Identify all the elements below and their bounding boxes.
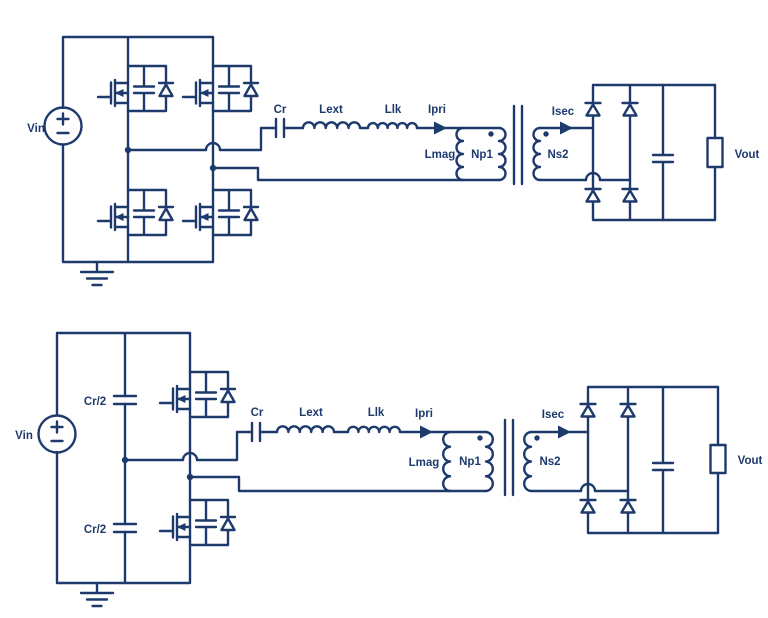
full-bridge-llc-circuit: Vin Cr Lext Llk Ipri — [27, 35, 760, 287]
mosfet-q5 — [158, 370, 237, 419]
output-capacitor — [651, 83, 675, 222]
input-source: Vin — [27, 35, 215, 287]
input-source: Vin Cr/2 Cr/2 — [15, 331, 192, 608]
isec-label: Isec — [542, 409, 565, 421]
core-lines — [512, 104, 524, 186]
rectifier-frame — [586, 385, 720, 535]
vin-label: Vin — [15, 430, 33, 442]
mosfet-q6 — [158, 498, 237, 547]
ns2-label: Ns2 — [539, 456, 560, 468]
input-frame-wires — [61, 35, 215, 264]
diode-d8 — [619, 498, 637, 514]
mosfet-q3 — [96, 188, 175, 237]
transformer: Lmag Np1 Ns2 — [425, 104, 569, 186]
isec-arrow — [560, 121, 573, 135]
np1-winding — [484, 430, 494, 493]
input-frame-wires — [55, 331, 192, 585]
wire-crossover-hop — [181, 451, 199, 462]
diode-d1 — [584, 101, 602, 117]
vin-source — [43, 106, 83, 146]
np1-winding — [497, 126, 507, 182]
output-rectifier: Vout — [584, 83, 760, 222]
cr-half-capacitors — [112, 394, 138, 534]
secondary-wires: Isec — [538, 106, 632, 182]
full-bridge-switches — [96, 64, 501, 237]
output-rectifier: Vout — [579, 385, 763, 535]
vout-label: Vout — [735, 149, 760, 161]
bridge-output-wire-bottom — [211, 166, 501, 182]
isec-label: Isec — [552, 106, 575, 118]
lext-label: Lext — [319, 104, 343, 116]
core-lines — [503, 418, 515, 497]
lmag-winding — [455, 126, 465, 182]
half-bridge-switches — [121, 370, 488, 547]
half-bridge-llc-circuit: Vin Cr/2 Cr/2 Cr Lext Llk Ipri — [15, 331, 763, 608]
diode-d5 — [579, 402, 597, 418]
np1-polarity-dot — [477, 435, 483, 441]
ground-symbol — [79, 581, 115, 608]
llk-inductor — [366, 121, 419, 130]
lext-inductor — [275, 425, 336, 434]
diode-d6 — [619, 402, 637, 418]
llk-label: Llk — [368, 407, 385, 419]
ipri-label: Ipri — [428, 104, 446, 116]
lmag-label: Lmag — [409, 457, 440, 469]
rectifier-frame — [591, 83, 717, 222]
cr-half-top-label: Cr/2 — [84, 396, 106, 408]
np1-label: Np1 — [459, 456, 481, 468]
ns2-polarity-dot — [534, 435, 540, 441]
diode-d3 — [584, 187, 602, 203]
secondary-wires: Isec — [529, 409, 630, 493]
resonant-tank: Cr Lext Llk Ipri — [274, 104, 501, 139]
mosfet-q1 — [96, 64, 175, 113]
transformer: Lmag Np1 Ns2 — [409, 418, 561, 497]
ipri-label: Ipri — [415, 408, 433, 420]
diode-d2 — [621, 101, 639, 117]
ipri-arrow — [420, 425, 433, 439]
ground-symbol — [79, 260, 115, 287]
cr-label: Cr — [274, 104, 287, 116]
lext-label: Lext — [299, 407, 323, 419]
np1-polarity-dot — [488, 131, 494, 137]
ns2-label: Ns2 — [547, 149, 568, 161]
llk-label: Llk — [385, 104, 402, 116]
wire-crossover-hop — [204, 141, 222, 152]
bridge-output-wire-top — [123, 430, 254, 462]
diode-d4 — [621, 187, 639, 203]
ns2-winding — [523, 430, 533, 493]
np1-label: Np1 — [471, 149, 493, 161]
bridge-output-wire-top — [126, 126, 278, 152]
vin-source — [37, 414, 77, 454]
diode-d7 — [579, 498, 597, 514]
mosfet-q4 — [181, 188, 260, 237]
bridge-output-wire-bottom — [188, 475, 488, 493]
lext-inductor — [301, 121, 362, 130]
ns2-winding — [532, 126, 542, 182]
llk-inductor — [346, 425, 402, 434]
vout-load-resistor — [706, 136, 724, 169]
ipri-arrow — [434, 121, 447, 135]
vin-label: Vin — [27, 123, 45, 135]
lmag-winding — [442, 430, 452, 493]
mosfet-q2 — [181, 64, 260, 113]
isec-arrow — [558, 425, 571, 439]
vout-label: Vout — [738, 455, 763, 467]
ns2-polarity-dot — [543, 131, 549, 137]
lmag-label: Lmag — [425, 149, 456, 161]
cr-label: Cr — [251, 407, 264, 419]
vout-load-resistor — [709, 443, 727, 475]
output-capacitor — [651, 385, 675, 535]
cr-half-bottom-label: Cr/2 — [84, 524, 106, 536]
resonant-tank: Cr Lext Llk Ipri — [251, 407, 488, 443]
